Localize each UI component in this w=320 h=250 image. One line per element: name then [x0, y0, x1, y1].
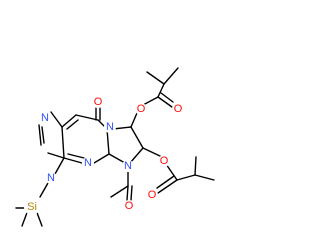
- silyl-nitrogen: N: [45, 172, 57, 184]
- svg-text:N: N: [47, 172, 55, 184]
- bond: [38, 124, 42, 146]
- bond: [160, 92, 174, 103]
- ketone-oxygen: O: [92, 96, 104, 108]
- bond: [129, 147, 144, 164]
- bond: [157, 96, 173, 108]
- acetyl-oxygen: O: [123, 200, 135, 212]
- bond: [75, 114, 99, 121]
- bond: [67, 153, 85, 159]
- bond: [130, 112, 138, 128]
- silicon-atom: Si: [24, 199, 40, 215]
- molecule-structure: O N N N N N Si O: [15, 67, 215, 227]
- bond: [61, 126, 65, 159]
- pyrimidine-nitrogen: N: [82, 157, 94, 169]
- bond: [126, 185, 129, 201]
- bond: [194, 174, 215, 181]
- bond: [194, 156, 197, 176]
- atom-labels: O N N N N N Si O: [24, 96, 184, 215]
- svg-text:N: N: [41, 112, 49, 124]
- bond: [112, 126, 132, 130]
- bond: [93, 153, 110, 164]
- svg-text:N: N: [84, 157, 92, 169]
- ester1-carbonyl-oxygen: O: [172, 103, 184, 115]
- bond: [39, 182, 49, 198]
- bond: [146, 71, 165, 85]
- svg-text:Si: Si: [27, 201, 37, 213]
- bond: [142, 147, 163, 158]
- bond: [54, 157, 65, 175]
- svg-text:O: O: [148, 189, 157, 201]
- ester2-oxygen: O: [158, 155, 170, 167]
- bridgehead-nitrogen: N: [104, 121, 116, 133]
- ester2-carbonyl-oxygen: O: [146, 189, 158, 201]
- bond: [108, 153, 126, 164]
- bond: [61, 114, 77, 128]
- bond: [163, 67, 179, 85]
- bond: [63, 157, 83, 164]
- acetyl-nitrogen: N: [122, 160, 134, 172]
- bond: [50, 111, 63, 128]
- bond: [165, 163, 178, 181]
- bond: [157, 83, 165, 98]
- bond-skeleton: [15, 67, 215, 227]
- svg-text:O: O: [174, 103, 183, 115]
- bond: [157, 179, 178, 194]
- imidazole-nitrogen: N: [39, 112, 51, 124]
- bond: [176, 174, 196, 181]
- bond: [142, 96, 159, 106]
- bond: [130, 126, 144, 149]
- bond: [156, 175, 175, 189]
- bond: [47, 152, 65, 159]
- svg-text:O: O: [160, 155, 169, 167]
- svg-text:O: O: [94, 96, 103, 108]
- bond: [110, 185, 129, 198]
- bond: [41, 126, 45, 144]
- bond: [130, 185, 133, 201]
- svg-text:N: N: [124, 160, 132, 172]
- ester1-oxygen: O: [135, 103, 147, 115]
- svg-text:O: O: [137, 103, 146, 115]
- bond: [66, 119, 79, 130]
- svg-text:O: O: [125, 200, 134, 212]
- bond: [106, 128, 110, 155]
- svg-text:N: N: [106, 121, 114, 133]
